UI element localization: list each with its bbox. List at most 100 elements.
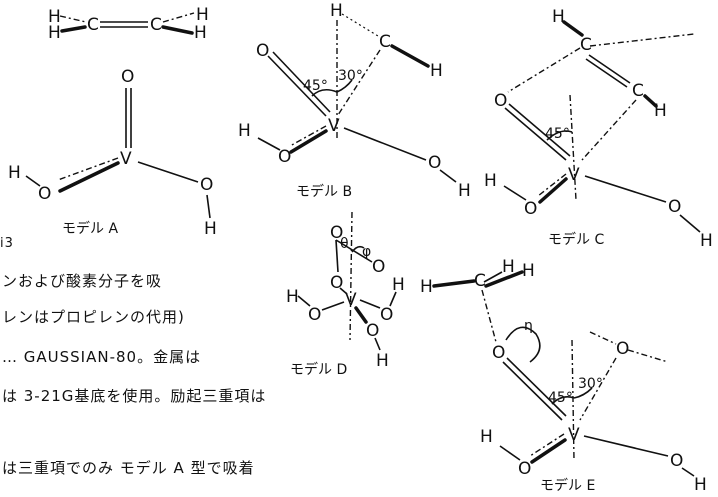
text-line-0: i3 [0,236,14,251]
bond-o-v [579,357,617,421]
atom-v: V [568,165,580,185]
bond-c-v [337,49,381,116]
bond-o-o [335,239,339,273]
atom-o: O [308,305,321,325]
bond-v-o [583,435,669,457]
bond-v-o-adsorbed [530,438,567,464]
atom-c: C [580,35,592,55]
atom-h: H [458,181,471,201]
bond-o-h [499,445,521,461]
atom-c: C [87,15,99,35]
atom-h: H [48,7,61,27]
bond-v-o [343,127,427,161]
text-line-3: … GAUSSIAN-80。金属は [2,348,202,366]
atom-h: H [430,61,443,81]
atom-h: H [420,277,433,297]
atom-h: H [48,23,61,43]
atom-o: O [668,197,681,217]
bond-v-o [584,175,667,203]
axis-line [349,211,353,341]
atom-o: O [524,199,537,219]
atom-o: O [372,257,385,277]
angle-label: 30° [338,68,363,84]
text-line-1: ンおよび酸素分子を吸 [2,272,163,290]
bond-c-h [162,12,195,23]
bond-c-h [59,15,87,23]
text-line-4: は 3-21G基底を使用。励起三重項は [2,387,267,405]
atom-h: H [204,219,217,239]
angle-label: 45° [545,126,570,142]
atom-h: H [694,475,707,495]
bond-c-h [643,94,658,108]
bond-v-o [137,161,199,183]
angle-label: 45° [548,390,573,406]
bond-v-o-adsorbed [57,157,119,181]
model-b: H C H O 45° 30° V O H O H モデル B [238,1,471,201]
atom-v: V [328,116,340,136]
bond-o-h [257,137,281,151]
bond-o-v [339,287,348,295]
bond-v-o [359,299,381,309]
bond-v-o [321,301,345,311]
atom-v: V [568,425,580,445]
atom-h: H [238,121,251,141]
angle-arc [546,130,573,141]
bond-c-h [483,271,503,283]
caption-model-b: モデル B [296,183,352,200]
bond-v-o-adsorbed [537,173,567,197]
atom-c: C [632,81,644,101]
atom-h: H [654,101,667,121]
bond-o-o [335,239,373,263]
atom-v: V [120,149,132,169]
angle-arc [311,88,338,97]
bond-o-h [439,169,457,183]
caption-model-d: モデル D [290,361,347,378]
atom-h: H [484,171,497,191]
angle-arc [351,245,365,253]
atom-h: H [330,1,343,21]
angle-arc [505,326,541,363]
bond-c-h [484,270,524,288]
atom-c: C [474,271,486,291]
atom-o: O [330,223,343,243]
double-bond-v-o [267,55,327,117]
bond-c-h [161,25,194,35]
double-bond-v-o [272,51,331,113]
atom-o: O [256,41,269,61]
bond-o-h [374,337,381,351]
bond-o-h [503,185,527,201]
bond-c-h [432,279,476,288]
bond-c-v [581,99,637,161]
atom-o: O [428,153,441,173]
atom-h: H [700,231,713,251]
bond-o-h [389,291,397,307]
bond-v-o-adsorbed [58,161,120,193]
bond-o-h [206,194,211,219]
double-bond-c-c [585,58,628,88]
bond-c-h [390,44,430,68]
atom-h: H [392,275,405,295]
bond-o-h [297,295,311,307]
axis-line [571,339,575,461]
caption-model-a: モデル A [62,220,118,237]
atom-h: H [522,261,535,281]
bond-c-h [60,25,87,33]
atom-h: H [194,23,207,43]
dash-line [589,33,695,47]
atom-c: C [150,15,162,35]
bond-c-h [341,13,379,37]
model-c: H C C H O 45° V O H O H モデル C [484,7,713,251]
angle-label: 45° [303,78,328,94]
atom-h: H [376,351,389,371]
angle-label: 30° [578,376,603,392]
double-bond-v-o [506,357,567,417]
atom-h: H [480,427,493,447]
bond-c-h [562,20,584,37]
angle-arc [573,387,593,399]
bond-o-h [25,175,41,187]
caption-model-e: モデル E [540,477,595,494]
atom-o: O [278,147,291,167]
caption-model-c: モデル C [548,231,604,248]
